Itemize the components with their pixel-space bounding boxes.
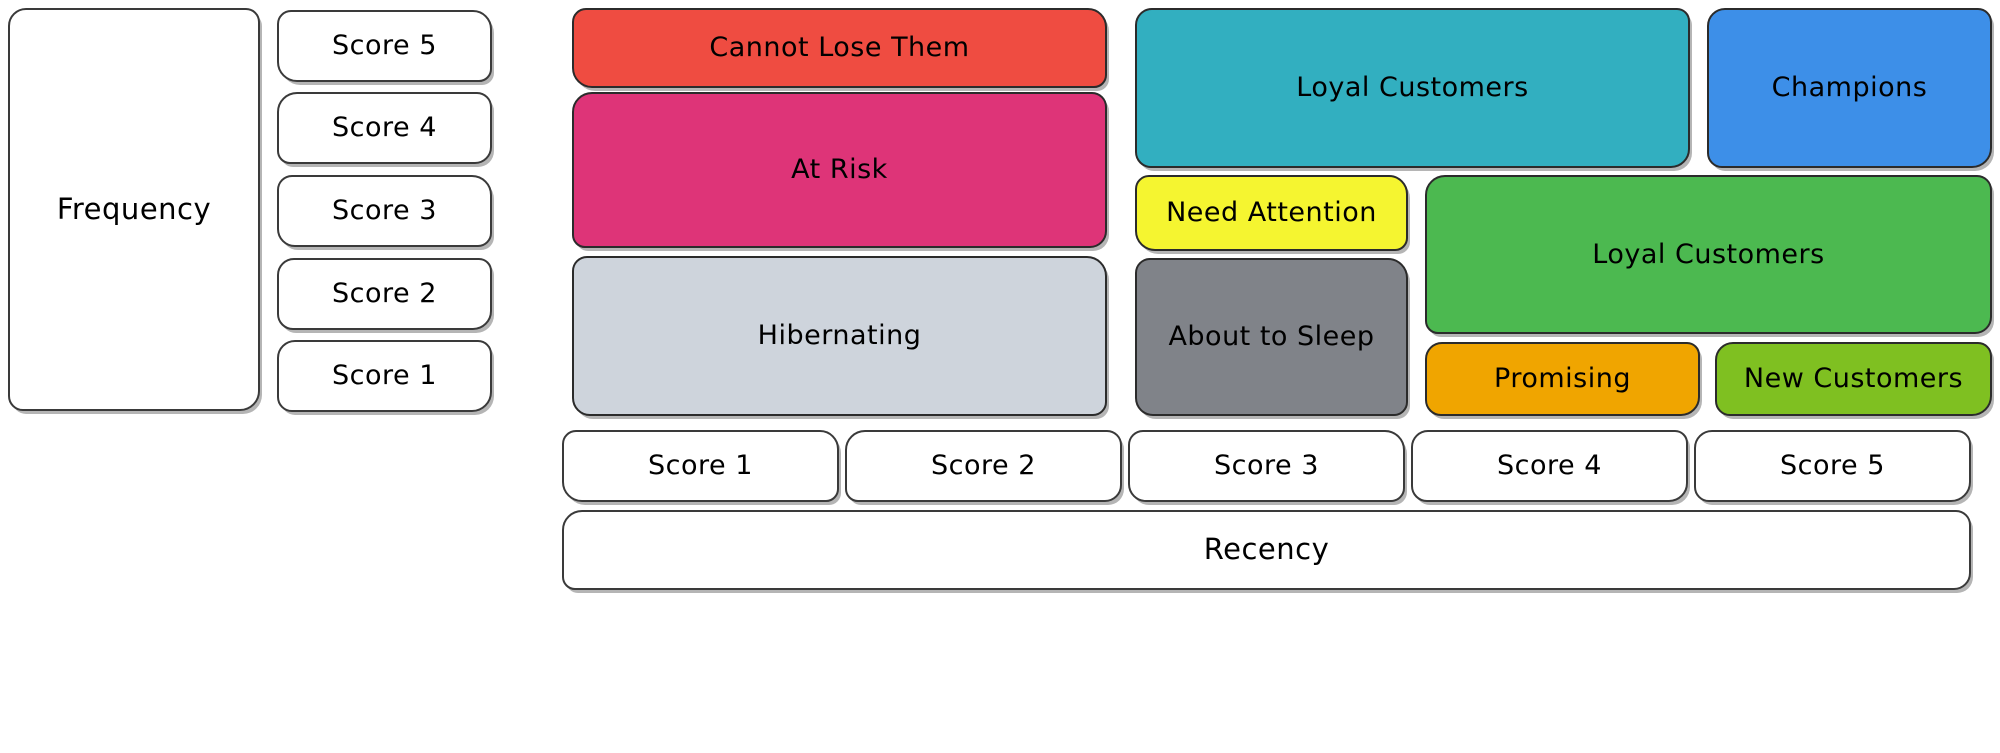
segment-loyal-customers-teal-label: Loyal Customers: [1296, 72, 1529, 104]
frequency-axis-label: Frequency: [8, 8, 260, 411]
recency-score-4[interactable]: Score 4: [1411, 430, 1688, 502]
segment-cannot-lose-them[interactable]: Cannot Lose Them: [572, 8, 1107, 88]
recency-score-1[interactable]: Score 1: [562, 430, 839, 502]
segment-champions[interactable]: Champions: [1707, 8, 1992, 168]
recency-score-3[interactable]: Score 3: [1128, 430, 1405, 502]
segment-champions-label: Champions: [1771, 72, 1928, 104]
frequency-score-1[interactable]: Score 1: [277, 340, 492, 412]
segment-hibernating[interactable]: Hibernating: [572, 256, 1107, 416]
frequency-score-1-label: Score 1: [332, 360, 437, 392]
recency-score-4-label: Score 4: [1497, 450, 1602, 482]
frequency-score-3[interactable]: Score 3: [277, 175, 492, 247]
frequency-score-4[interactable]: Score 4: [277, 92, 492, 164]
frequency-score-5-label: Score 5: [332, 30, 437, 62]
segment-loyal-customers-green-label: Loyal Customers: [1592, 238, 1825, 270]
recency-score-1-label: Score 1: [648, 450, 753, 482]
recency-score-2[interactable]: Score 2: [845, 430, 1122, 502]
segment-need-attention[interactable]: Need Attention: [1135, 175, 1408, 251]
segment-need-attention-label: Need Attention: [1166, 197, 1377, 229]
segment-at-risk-label: At Risk: [791, 154, 888, 186]
frequency-score-2[interactable]: Score 2: [277, 258, 492, 330]
segment-about-to-sleep[interactable]: About to Sleep: [1135, 258, 1408, 416]
segment-new-customers-label: New Customers: [1743, 363, 1964, 395]
frequency-score-4-label: Score 4: [332, 112, 437, 144]
recency-axis-label-text: Recency: [1203, 532, 1330, 567]
recency-score-5[interactable]: Score 5: [1694, 430, 1971, 502]
frequency-score-5[interactable]: Score 5: [277, 10, 492, 82]
frequency-axis-label-text: Frequency: [56, 191, 212, 226]
segment-new-customers[interactable]: New Customers: [1715, 342, 1992, 416]
segment-cannot-lose-them-label: Cannot Lose Them: [709, 32, 970, 64]
recency-axis-label: Recency: [562, 510, 1971, 590]
recency-score-2-label: Score 2: [931, 450, 1036, 482]
recency-score-5-label: Score 5: [1780, 450, 1885, 482]
recency-score-3-label: Score 3: [1214, 450, 1319, 482]
segment-promising-label: Promising: [1494, 363, 1631, 395]
frequency-score-3-label: Score 3: [332, 195, 437, 227]
frequency-score-2-label: Score 2: [332, 278, 437, 310]
segment-loyal-customers-teal[interactable]: Loyal Customers: [1135, 8, 1690, 168]
segment-about-to-sleep-label: About to Sleep: [1168, 321, 1375, 353]
segment-promising[interactable]: Promising: [1425, 342, 1700, 416]
segment-at-risk[interactable]: At Risk: [572, 92, 1107, 248]
segment-hibernating-label: Hibernating: [757, 320, 922, 352]
segment-loyal-customers-green[interactable]: Loyal Customers: [1425, 175, 1992, 334]
